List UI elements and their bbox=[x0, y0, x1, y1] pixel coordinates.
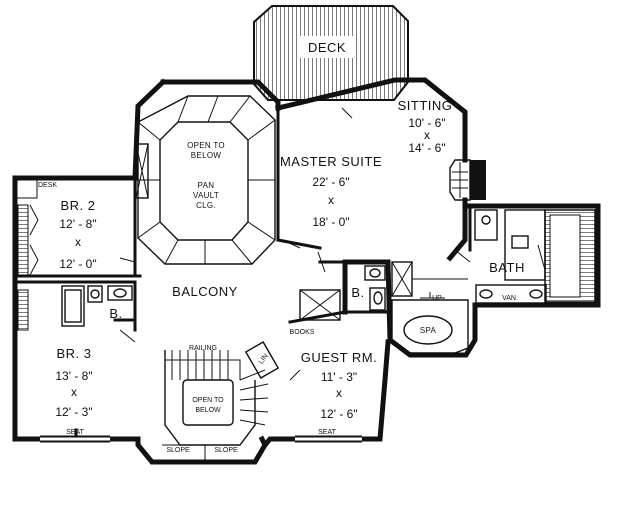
label-master-suite: MASTER SUITE bbox=[280, 154, 382, 169]
bath-closet bbox=[474, 209, 596, 304]
label-railing: RAILING bbox=[189, 345, 217, 352]
label-seat-left: SEAT bbox=[66, 429, 84, 436]
fireplace bbox=[449, 159, 486, 201]
label-sitting: SITTING bbox=[398, 98, 453, 113]
label-van: VAN. bbox=[502, 295, 518, 302]
label-master-x: x bbox=[328, 193, 334, 207]
room-labels: DECK SITTING 10' - 6" x 14' - 6" OPEN TO… bbox=[38, 40, 525, 454]
label-deck: DECK bbox=[308, 40, 346, 55]
label-br2-x: x bbox=[75, 235, 81, 249]
label-br3: BR. 3 bbox=[56, 346, 91, 361]
label-books: BOOKS bbox=[290, 329, 315, 336]
label-pan-vault-3: CLG. bbox=[196, 201, 216, 210]
label-pan-vault-1: PAN bbox=[198, 181, 215, 190]
br3-bath-fixtures bbox=[17, 285, 133, 331]
label-sitting-width: 10' - 6" bbox=[408, 116, 445, 130]
label-guest-length: 12' - 6" bbox=[320, 407, 357, 421]
label-balcony: BALCONY bbox=[172, 284, 238, 299]
label-sitting-x: x bbox=[424, 128, 430, 142]
label-slope-right: SLOPE bbox=[214, 447, 238, 454]
label-pan-vault-2: VAULT bbox=[193, 191, 219, 200]
label-open-below-top-2: BELOW bbox=[191, 151, 222, 160]
label-seat-right: SEAT bbox=[318, 429, 336, 436]
label-b-right: B. bbox=[351, 285, 364, 300]
label-open-below-top-1: OPEN TO bbox=[187, 141, 225, 150]
deck bbox=[253, 5, 409, 101]
pan-vault-ceiling bbox=[135, 95, 276, 265]
label-master-length: 18' - 0" bbox=[312, 215, 349, 229]
label-guest-width: 11' - 3" bbox=[321, 370, 357, 384]
label-br2-width: 12' - 8" bbox=[59, 217, 96, 231]
label-master-width: 22' - 6" bbox=[312, 175, 349, 189]
interior-walls bbox=[13, 106, 472, 441]
label-b-left: B. bbox=[109, 306, 122, 321]
label-lin: LIN bbox=[258, 353, 270, 366]
label-bath: BATH bbox=[489, 260, 525, 275]
spa bbox=[391, 261, 469, 354]
label-br2-length: 12' - 0" bbox=[59, 257, 96, 271]
label-open-below-stair-1: OPEN TO bbox=[192, 397, 224, 404]
br2-closet bbox=[14, 177, 39, 276]
label-slope-left: SLOPE bbox=[166, 447, 190, 454]
label-desk: DESK bbox=[38, 182, 57, 189]
doors-windows bbox=[40, 107, 471, 443]
label-sitting-length: 14' - 6" bbox=[408, 141, 445, 155]
stair bbox=[162, 341, 280, 460]
label-guest-x: x bbox=[336, 386, 342, 400]
label-spa: SPA bbox=[420, 326, 437, 335]
label-br3-length: 12' - 3" bbox=[55, 405, 92, 419]
label-open-below-stair-2: BELOW bbox=[195, 407, 221, 414]
guest-bath-fixtures bbox=[299, 265, 386, 321]
label-br3-width: 13' - 8" bbox=[55, 369, 92, 383]
label-guest-room: GUEST RM. bbox=[301, 350, 378, 365]
label-up: UP bbox=[432, 295, 442, 302]
label-br3-x: x bbox=[71, 385, 77, 399]
label-br2: BR. 2 bbox=[60, 198, 95, 213]
